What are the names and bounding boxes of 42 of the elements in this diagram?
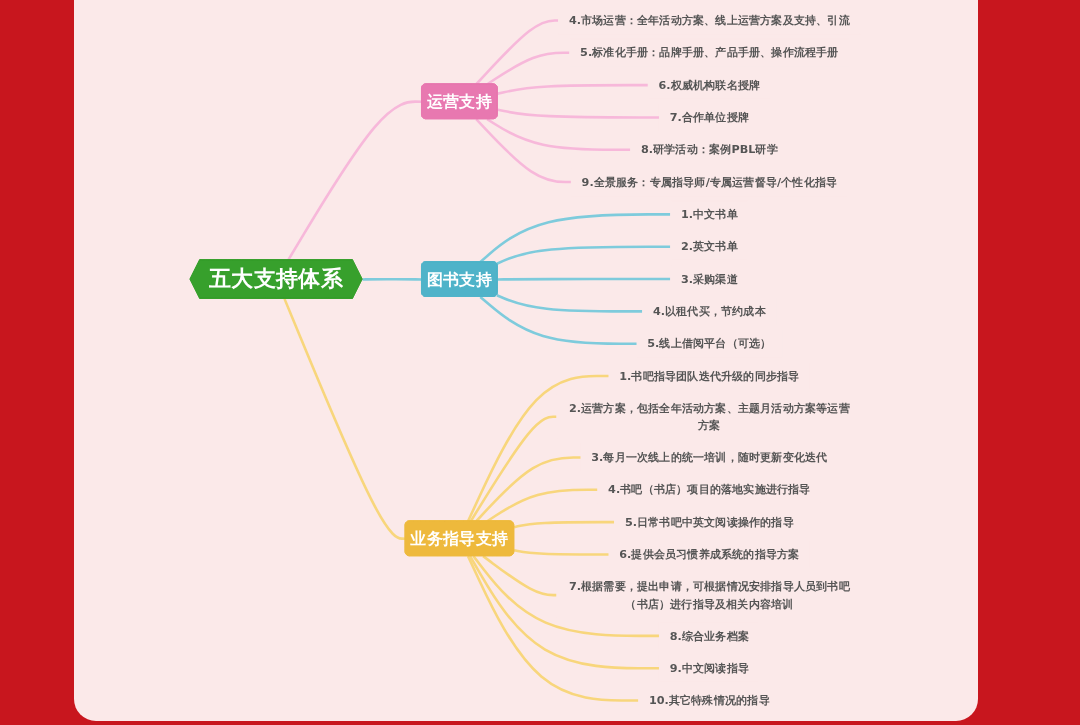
node-text: 7.根据需要，提出申请，可根据情况安排指导人员到书吧（书店）进行指导及相关内容培训 [568, 580, 850, 610]
connector [479, 295, 637, 345]
connector [497, 277, 671, 281]
connector [513, 549, 609, 556]
connector [283, 298, 406, 540]
connector [475, 118, 572, 184]
connector [482, 555, 557, 597]
connector [497, 108, 660, 119]
node-text: 1.中文书单 [680, 207, 738, 221]
node-text: 3.采购渠道 [680, 272, 738, 286]
connector [513, 520, 615, 529]
node-text: 2.运营方案，包括全年活动方案、主题月活动方案等运营方案 [568, 401, 850, 432]
connector [469, 415, 557, 522]
connector [287, 100, 422, 261]
node-text: 7.合作单位授牌 [669, 110, 750, 124]
connector [468, 555, 660, 670]
node-text: 1.书吧指导团队迭代升级的同步指导 [619, 369, 800, 383]
node-text: 6.提供会员习惯养成系统的指导方案 [619, 547, 800, 561]
node-text: 3.每月一次线上的统一培训，随时更新变化迭代 [591, 450, 828, 464]
node-text: 4.市场运营：全年活动方案、线上运营方案及支持、引流 [568, 13, 850, 27]
node-text: 8.研学活动：案例PBL研学 [640, 143, 778, 157]
connector [497, 83, 649, 95]
connector [466, 555, 639, 702]
node-text: 10.其它特殊情况的指导 [649, 693, 770, 707]
node-text: 9.全景服务：专属指导师/专属运营督导/个性化指导 [581, 175, 838, 189]
node-text: 5.日常书吧中英文阅读操作的指导 [624, 515, 794, 529]
node-text: 4.以租代买，节约成本 [652, 304, 766, 318]
connector [496, 245, 671, 265]
connector [486, 118, 631, 152]
node-text: 8.综合业务档案 [669, 629, 750, 643]
node-text: 2.英文书单 [680, 240, 738, 253]
connector [362, 277, 422, 281]
connector [472, 555, 660, 638]
node-text: 5.线上借阅平台（可选） [647, 337, 772, 350]
connector [479, 213, 671, 263]
card-panel: 五大支持体系 运营支持 4.市场运营：全年活动方案、线上运营方案及支持、引流 5.标准化手册：品牌手册、产品手册、操作流程手册 6.权威机构联名授牌 7.合作单位授牌 8.研学活动：案例PBL研学 9.全景服务：专属指导师/专属运营督导/个性化指导 图书支持 1.中文书单 2.英文书单 3.采购渠道 4.以租代买，节约成本 5.线上借阅平台（可选） 业务指导支持 1.书吧指导团队迭代升级的同步指导 2.运营方案，包括全年活动方案、主题月活动方案等运营方案 3.每月一次线上的统一培训，随时更新变化迭代 4.书吧（书店）项目的落地实施进行指导 5.日常书吧中英文阅读操作的指导 6.提供会员习惯养成系统的指导方案 7.根据需要，提出申请，可根据情况安排指导人员到书吧（书店）进行指导及相关内容培训 8.综合业务档案 9.中文阅读指导 10.其它特殊情况的指导 [74, 0, 978, 721]
node-text: 5.标准化手册：品牌手册、产品手册、操作流程手册 [580, 46, 839, 60]
connector [466, 374, 609, 522]
connector [496, 294, 643, 313]
node-text: 9.中文阅读指导 [669, 661, 750, 675]
node-text: 4.书吧（书店）项目的落地实施进行指导 [608, 483, 811, 497]
node-text: 6.权威机构联名授牌 [658, 78, 761, 92]
